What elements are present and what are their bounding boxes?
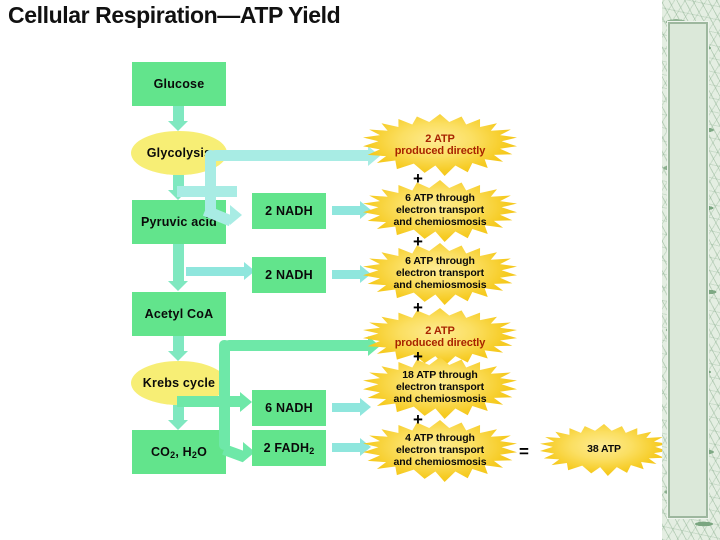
burst-4atp-etc-fadh2[interactable]: 4 ATP through electron transport and che…	[363, 420, 517, 482]
burst-line: produced directly	[394, 337, 486, 349]
carrier-6-nadh-krebs-label: 6 NADH	[265, 401, 313, 415]
connector-krebs-stem	[177, 396, 227, 407]
operator-plus: +	[413, 169, 423, 188]
connector-glycolysis-to-atp-direct-head	[368, 145, 380, 166]
node-glucose[interactable]: Glucose	[132, 62, 226, 106]
decorative-inset-panel	[667, 21, 709, 519]
operator-plus: +	[413, 410, 423, 429]
node-co2-h2o[interactable]: CO2, H2O	[132, 430, 226, 474]
arrow-glucose-to-glycolysis	[168, 106, 188, 131]
node-krebs-cycle-label: Krebs cycle	[142, 376, 216, 390]
burst-6atp-etc-pyruvic[interactable]: 6 ATP through electron transport and che…	[363, 243, 517, 305]
burst-2atp-direct-glycolysis[interactable]: 2 ATP produced directly	[363, 114, 517, 176]
node-pyruvic-acid-label: Pyruvic acid	[140, 215, 218, 229]
carrier-6-nadh-krebs[interactable]: 6 NADH	[252, 390, 326, 426]
carrier-2-nadh-glycolysis-label: 2 NADH	[265, 204, 313, 218]
arrow-acetylcoa-to-krebs	[168, 336, 188, 361]
burst-line: produced directly	[394, 145, 486, 157]
burst-line: 4 ATP through	[405, 432, 475, 445]
burst-line: electron transport	[395, 444, 485, 457]
burst-line: and chemiosmosis	[393, 455, 487, 468]
page-title: Cellular Respiration—ATP Yield	[8, 2, 341, 28]
burst-line: 6 ATP through	[405, 255, 475, 268]
burst-line: and chemiosmosis	[393, 278, 487, 291]
connector-glycolysis-to-nadh-drop	[205, 192, 216, 210]
node-glycolysis-label: Glycolysis	[146, 146, 212, 160]
node-pyruvic-acid[interactable]: Pyruvic acid	[132, 200, 226, 244]
burst-line: electron transport	[395, 267, 485, 280]
burst-line: electron transport	[395, 204, 485, 217]
node-co2-h2o-label: CO2, H2O	[150, 444, 208, 460]
arrow-fadh2-to-burst	[332, 438, 371, 456]
burst-line: 2 ATP	[425, 324, 455, 337]
burst-line: electron transport	[395, 381, 485, 394]
burst-total-label: 38 ATP	[587, 443, 621, 456]
arrow-6nadh-to-burst	[332, 398, 371, 416]
operator-plus: +	[413, 347, 423, 366]
arrow-nadh-glycolysis-to-burst	[332, 201, 371, 219]
connector-glycolysis-riser	[205, 150, 216, 197]
connector-krebs-to-6nadh	[224, 396, 242, 407]
burst-18atp-etc-krebs[interactable]: 18 ATP through electron transport and ch…	[363, 357, 517, 419]
burst-6atp-etc-glycolysis[interactable]: 6 ATP through electron transport and che…	[363, 180, 517, 242]
burst-total-atp[interactable]: 38 ATP	[540, 424, 668, 476]
burst-line: and chemiosmosis	[393, 392, 487, 405]
operator-plus: +	[413, 232, 423, 251]
burst-line: 2 ATP	[425, 132, 455, 145]
carrier-2-nadh-glycolysis[interactable]: 2 NADH	[252, 193, 326, 229]
operator-equals: =	[519, 442, 529, 461]
carrier-2-fadh2-krebs[interactable]: 2 FADH2	[252, 430, 326, 466]
burst-line: and chemiosmosis	[393, 215, 487, 228]
carrier-2-fadh2-krebs-label: 2 FADH2	[263, 440, 315, 456]
connector-krebs-to-6nadh-head	[240, 391, 252, 412]
node-acetyl-coa-label: Acetyl CoA	[144, 307, 214, 321]
node-acetyl-coa[interactable]: Acetyl CoA	[132, 292, 226, 336]
arrow-nadh-pyruvic-to-burst	[332, 265, 371, 283]
arrow-krebs-to-co2h2o	[168, 405, 188, 430]
connector-krebs-to-atp-direct	[224, 340, 370, 351]
arrow-pyruvic-to-nadh	[186, 262, 255, 280]
carrier-2-nadh-pyruvic[interactable]: 2 NADH	[252, 257, 326, 293]
burst-line: 6 ATP through	[405, 192, 475, 205]
node-glucose-label: Glucose	[153, 77, 205, 91]
decorative-foliage-band	[662, 0, 720, 540]
arrow-pyruvic-to-acetylcoa	[168, 244, 188, 291]
connector-glycolysis-to-atp-direct	[210, 150, 370, 161]
connector-krebs-riser	[219, 340, 230, 450]
carrier-2-nadh-pyruvic-label: 2 NADH	[265, 268, 313, 282]
connector-glycolysis-to-nadh-head	[230, 205, 242, 225]
burst-line: 18 ATP through	[402, 369, 478, 382]
operator-plus: +	[413, 298, 423, 317]
